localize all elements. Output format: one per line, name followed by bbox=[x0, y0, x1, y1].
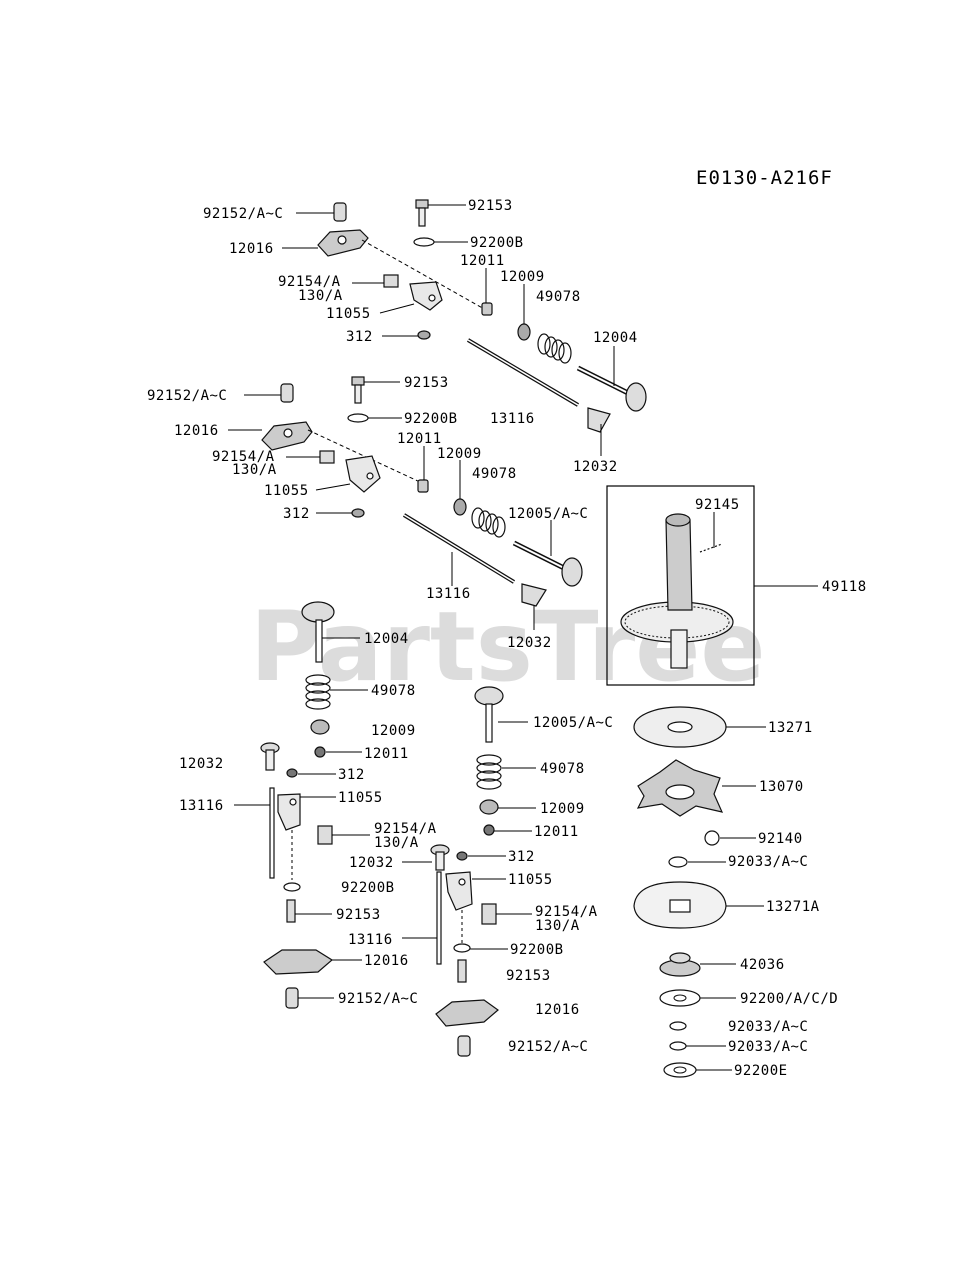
middle-rocker-assembly bbox=[261, 376, 583, 607]
label-92200-acd[interactable]: 92200/A/C/D bbox=[740, 991, 838, 1007]
label-92200b-d[interactable]: 92200B bbox=[510, 942, 564, 958]
label-12011-d[interactable]: 12011 bbox=[534, 824, 579, 840]
label-92153-b[interactable]: 92153 bbox=[404, 375, 449, 391]
label-92140[interactable]: 92140 bbox=[758, 831, 803, 847]
label-49078-c[interactable]: 49078 bbox=[371, 683, 416, 699]
label-130a-b[interactable]: 130/A bbox=[232, 462, 277, 478]
label-92153-c[interactable]: 92153 bbox=[336, 907, 381, 923]
upper-rocker-assembly bbox=[317, 199, 647, 433]
label-13116-d[interactable]: 13116 bbox=[348, 932, 393, 948]
label-12016-c[interactable]: 12016 bbox=[364, 953, 409, 969]
label-92152-b[interactable]: 92152/A~C bbox=[147, 388, 227, 404]
label-13271a[interactable]: 13271A bbox=[766, 899, 820, 915]
label-49118[interactable]: 49118 bbox=[822, 579, 867, 595]
label-13271[interactable]: 13271 bbox=[768, 720, 813, 736]
label-12032-a[interactable]: 12032 bbox=[573, 459, 618, 475]
label-92200e[interactable]: 92200E bbox=[734, 1063, 788, 1079]
label-12011-a[interactable]: 12011 bbox=[460, 253, 505, 269]
lower-left-parts bbox=[260, 601, 335, 1009]
label-12032-d[interactable]: 12032 bbox=[349, 855, 394, 871]
label-312-d[interactable]: 312 bbox=[508, 849, 535, 865]
label-12004-a[interactable]: 12004 bbox=[593, 330, 638, 346]
label-92200b-a[interactable]: 92200B bbox=[470, 235, 524, 251]
label-12004-b[interactable]: 12004 bbox=[364, 631, 409, 647]
label-12032-c[interactable]: 12032 bbox=[179, 756, 224, 772]
label-92033-a[interactable]: 92033/A~C bbox=[728, 854, 808, 870]
label-312-a[interactable]: 312 bbox=[346, 329, 373, 345]
label-92153-a[interactable]: 92153 bbox=[468, 198, 513, 214]
label-11055-a[interactable]: 11055 bbox=[326, 306, 371, 322]
label-92154-d[interactable]: 92154/A bbox=[535, 904, 598, 920]
label-12005-b[interactable]: 12005/A~C bbox=[533, 715, 613, 731]
part-labels: 92152/A~C 92153 12016 92200B 12011 92154… bbox=[147, 198, 867, 1079]
label-130a-a[interactable]: 130/A bbox=[298, 288, 343, 304]
label-92033-c[interactable]: 92033/A~C bbox=[728, 1039, 808, 1055]
governor-parts bbox=[633, 706, 727, 1078]
leader-lines bbox=[228, 204, 818, 1071]
label-12032-b[interactable]: 12032 bbox=[507, 635, 552, 651]
label-92145[interactable]: 92145 bbox=[695, 497, 740, 513]
label-49078-d[interactable]: 49078 bbox=[540, 761, 585, 777]
label-12005-a[interactable]: 12005/A~C bbox=[508, 506, 588, 522]
label-312-c[interactable]: 312 bbox=[338, 767, 365, 783]
label-12016-b[interactable]: 12016 bbox=[174, 423, 219, 439]
label-12011-b[interactable]: 12011 bbox=[397, 431, 442, 447]
label-92154-c[interactable]: 92154/A bbox=[374, 821, 437, 837]
label-12009-b[interactable]: 12009 bbox=[437, 446, 482, 462]
label-12009-a[interactable]: 12009 bbox=[500, 269, 545, 285]
label-49078-a[interactable]: 49078 bbox=[536, 289, 581, 305]
label-12016-a[interactable]: 12016 bbox=[229, 241, 274, 257]
label-12016-d[interactable]: 12016 bbox=[535, 1002, 580, 1018]
label-92152-c[interactable]: 92152/A~C bbox=[338, 991, 418, 1007]
label-13116-a[interactable]: 13116 bbox=[490, 411, 535, 427]
label-92153-d[interactable]: 92153 bbox=[506, 968, 551, 984]
label-11055-d[interactable]: 11055 bbox=[508, 872, 553, 888]
label-92200b-c[interactable]: 92200B bbox=[341, 880, 395, 896]
label-13116-c[interactable]: 13116 bbox=[179, 798, 224, 814]
label-12011-c[interactable]: 12011 bbox=[364, 746, 409, 762]
label-92152-d[interactable]: 92152/A~C bbox=[508, 1039, 588, 1055]
label-13070[interactable]: 13070 bbox=[759, 779, 804, 795]
label-11055-c[interactable]: 11055 bbox=[338, 790, 383, 806]
label-12009-d[interactable]: 12009 bbox=[540, 801, 585, 817]
label-42036[interactable]: 42036 bbox=[740, 957, 785, 973]
label-49078-b[interactable]: 49078 bbox=[472, 466, 517, 482]
label-92033-b[interactable]: 92033/A~C bbox=[728, 1019, 808, 1035]
label-92200b-b[interactable]: 92200B bbox=[404, 411, 458, 427]
label-130a-c[interactable]: 130/A bbox=[374, 835, 419, 851]
lower-center-parts bbox=[430, 686, 504, 1057]
label-13116-b[interactable]: 13116 bbox=[426, 586, 471, 602]
diagram-code: E0130-A216F bbox=[696, 167, 833, 189]
label-130a-d[interactable]: 130/A bbox=[535, 918, 580, 934]
label-92152-a[interactable]: 92152/A~C bbox=[203, 206, 283, 222]
label-92154-b[interactable]: 92154/A bbox=[212, 449, 275, 465]
label-92154-a[interactable]: 92154/A bbox=[278, 274, 341, 290]
label-11055-b[interactable]: 11055 bbox=[264, 483, 309, 499]
label-312-b[interactable]: 312 bbox=[283, 506, 310, 522]
label-12009-c[interactable]: 12009 bbox=[371, 723, 416, 739]
